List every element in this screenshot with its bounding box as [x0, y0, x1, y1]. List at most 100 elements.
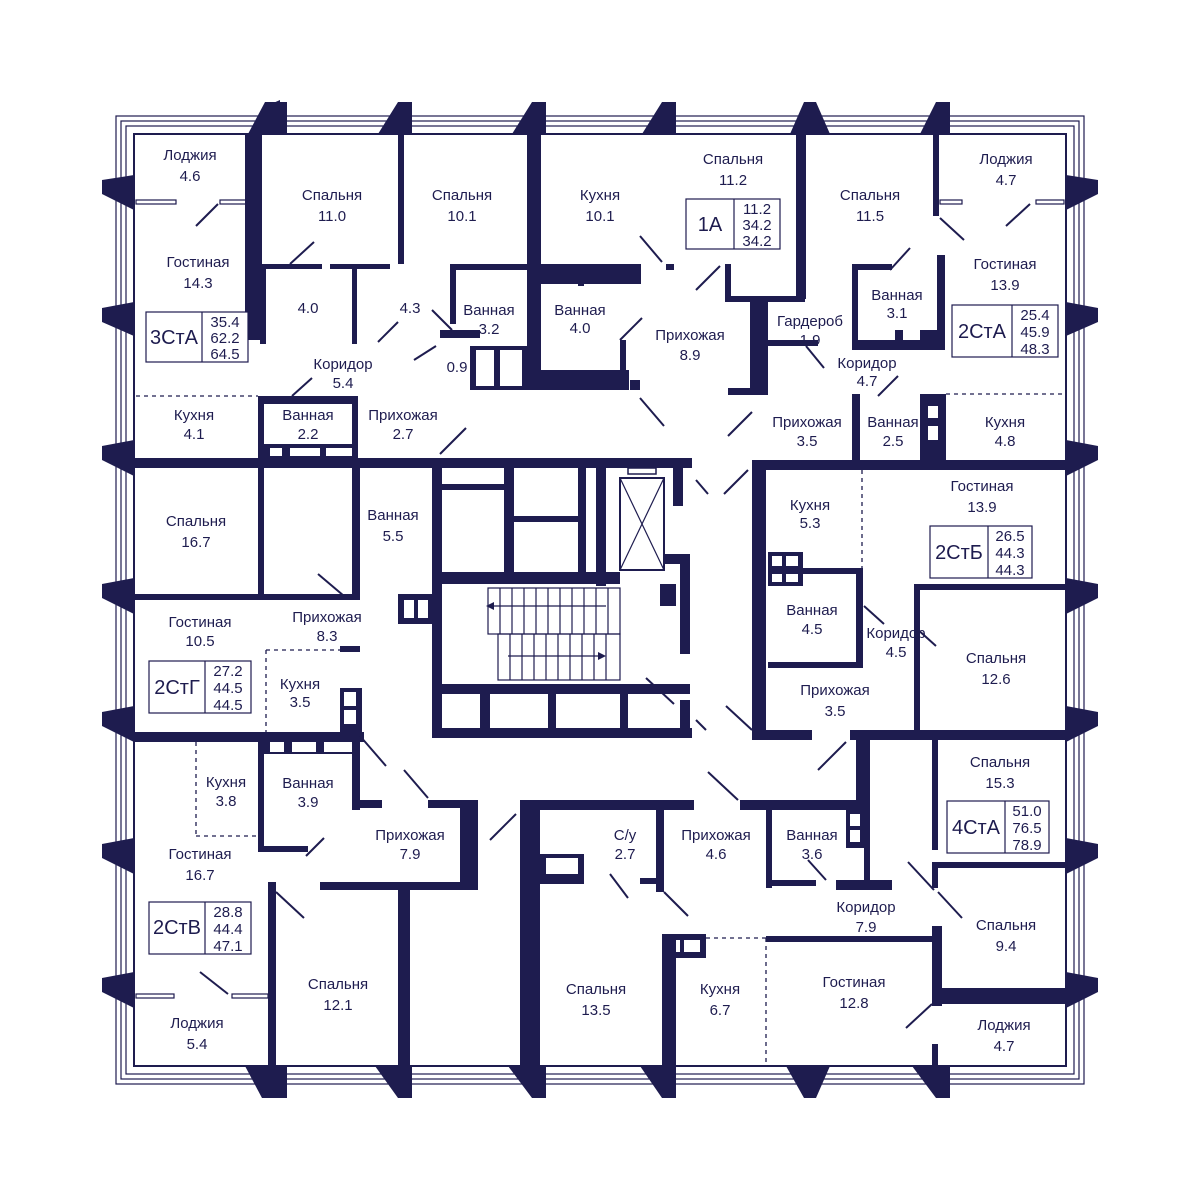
svg-text:2СтА: 2СтА: [958, 321, 1007, 343]
svg-text:25.4: 25.4: [1020, 307, 1049, 324]
apartment-badge: 2СтБ 26.5 44.3 44.3: [929, 525, 1033, 579]
room-area: 10.1: [585, 208, 614, 225]
svg-text:3СтА: 3СтА: [150, 327, 199, 349]
room-area: 0.9: [447, 359, 468, 376]
svg-text:44.5: 44.5: [213, 680, 242, 697]
svg-text:76.5: 76.5: [1012, 820, 1041, 837]
room-name: Кухня: [174, 407, 214, 424]
svg-text:45.9: 45.9: [1020, 324, 1049, 341]
room-name: Кухня: [206, 774, 246, 791]
svg-text:62.2: 62.2: [210, 330, 239, 347]
room-area: 3.8: [216, 793, 237, 810]
room-area: 3.5: [797, 433, 818, 450]
room-name: Ванная: [367, 507, 418, 524]
room-area: 4.0: [298, 300, 319, 317]
room-name: Кухня: [280, 676, 320, 693]
room-area: 2.2: [298, 426, 319, 443]
room-area: 10.5: [185, 633, 214, 650]
room-area: 4.0: [570, 320, 591, 337]
room-name: Ванная: [282, 407, 333, 424]
svg-text:47.1: 47.1: [213, 938, 242, 955]
room-name: Лоджия: [170, 1015, 223, 1032]
room-name: Спальня: [966, 650, 1026, 667]
room-name: Спальня: [566, 981, 626, 998]
apartment-badge: 1А 11.2 34.2 34.2: [685, 198, 781, 250]
room-name: Гостиная: [169, 846, 232, 863]
svg-text:35.4: 35.4: [210, 314, 239, 331]
svg-text:2СтВ: 2СтВ: [153, 917, 201, 939]
room-name: Прихожая: [655, 327, 725, 344]
room-area: 3.5: [825, 703, 846, 720]
room-name: Спальня: [703, 151, 763, 168]
room-area: 13.9: [990, 277, 1019, 294]
room-name: Лоджия: [979, 151, 1032, 168]
dashed-partitions: [136, 393, 1064, 1064]
svg-text:44.3: 44.3: [995, 562, 1024, 579]
facade-columns: [102, 100, 1098, 1098]
room-area: 5.4: [333, 375, 354, 392]
room-area: 4.5: [886, 644, 907, 661]
room-name: Ванная: [867, 414, 918, 431]
room-name: Гостиная: [823, 974, 886, 991]
room-name: Спальня: [970, 754, 1030, 771]
room-area: 3.9: [298, 794, 319, 811]
room-name: Гостиная: [951, 478, 1014, 495]
room-area: 1.9: [800, 332, 821, 349]
room-name: Лоджия: [977, 1017, 1030, 1034]
svg-text:26.5: 26.5: [995, 528, 1024, 545]
svg-text:44.4: 44.4: [213, 921, 242, 938]
room-name: Прихожая: [772, 414, 842, 431]
room-name: Прихожая: [368, 407, 438, 424]
room-area: 12.6: [981, 671, 1010, 688]
svg-text:51.0: 51.0: [1012, 803, 1041, 820]
room-area: 6.7: [710, 1002, 731, 1019]
svg-text:2СтБ: 2СтБ: [935, 542, 983, 564]
svg-text:2СтГ: 2СтГ: [154, 677, 200, 699]
room-name: Прихожая: [292, 609, 362, 626]
room-area: 13.5: [581, 1002, 610, 1019]
room-area: 11.2: [719, 172, 747, 189]
room-area: 4.5: [802, 621, 823, 638]
room-name: Прихожая: [375, 827, 445, 844]
room-area: 3.1: [887, 305, 908, 322]
room-name: Кухня: [580, 187, 620, 204]
room-area: 4.6: [180, 168, 201, 185]
room-area: 10.1: [447, 208, 476, 225]
room-name: Ванная: [463, 302, 514, 319]
room-name: Спальня: [432, 187, 492, 204]
room-name: Кухня: [790, 497, 830, 514]
room-area: 16.7: [181, 534, 210, 551]
room-name: Спальня: [302, 187, 362, 204]
room-area: 12.1: [323, 997, 352, 1014]
room-name: Коридор: [866, 625, 925, 642]
room-area: 16.7: [185, 867, 214, 884]
room-area: 4.1: [184, 426, 205, 443]
svg-text:28.8: 28.8: [213, 904, 242, 921]
door-swings: [195, 203, 1031, 1029]
room-area: 8.3: [317, 628, 338, 645]
room-area: 4.7: [857, 373, 878, 390]
staircase: [486, 587, 621, 681]
loggia-rails: [135, 199, 1065, 999]
room-name: Коридор: [313, 356, 372, 373]
room-name: Спальня: [840, 187, 900, 204]
apartment-badge: 2СтА 25.4 45.9 48.3: [951, 304, 1059, 358]
room-name: Ванная: [786, 602, 837, 619]
room-area: 5.5: [383, 528, 404, 545]
room-name: С/у: [614, 827, 637, 844]
room-name: Кухня: [700, 981, 740, 998]
room-area: 8.9: [680, 347, 701, 364]
room-name: Гостиная: [974, 256, 1037, 273]
svg-text:34.2: 34.2: [742, 233, 771, 250]
svg-text:48.3: 48.3: [1020, 341, 1049, 358]
apartment-badge: 2СтГ 27.2 44.5 44.5: [148, 660, 252, 714]
apartment-badge: 2СтВ 28.8 44.4 47.1: [148, 901, 252, 955]
room-area: 3.6: [802, 846, 823, 863]
room-name: Прихожая: [800, 682, 870, 699]
room-name: Коридор: [836, 899, 895, 916]
apartment-badge: 4СтА 51.0 76.5 78.9: [946, 800, 1050, 854]
room-name: Гостиная: [169, 614, 232, 631]
room-area: 12.8: [839, 995, 868, 1012]
room-area: 11.5: [856, 208, 884, 225]
